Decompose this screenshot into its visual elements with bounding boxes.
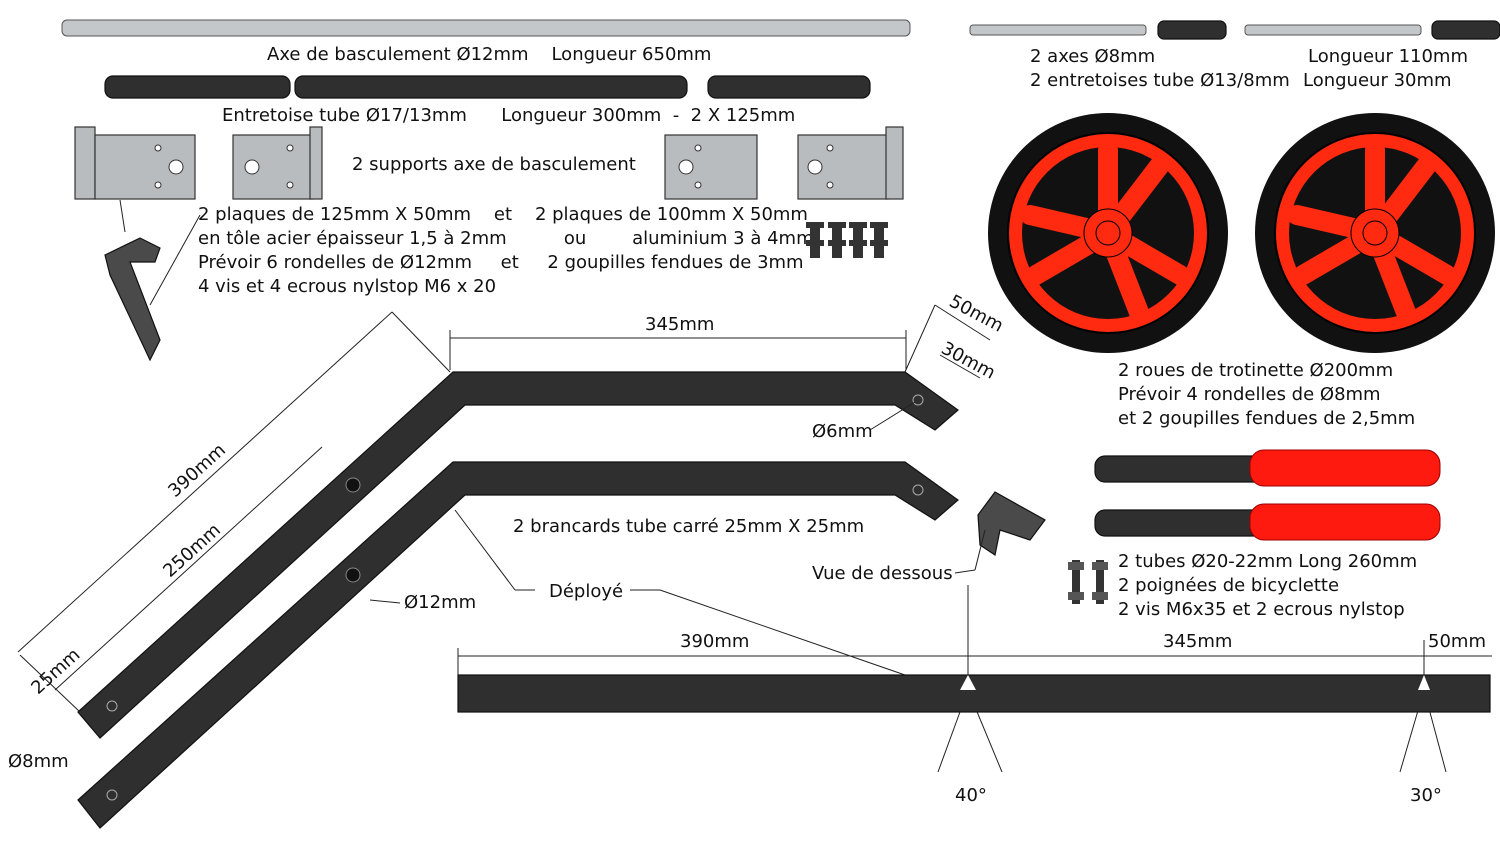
- angle-30-label: 30°: [1410, 785, 1442, 806]
- pivot-axle-rod: [61, 19, 911, 37]
- small-spacers-label: 2 entretoises tube Ø13/8mm: [1030, 70, 1290, 91]
- bottom-view-label: Vue de dessous: [812, 563, 953, 584]
- stretcher-arm-lower: [77, 461, 959, 829]
- handles-line-1: 2 tubes Ø20-22mm Long 260mm: [1118, 551, 1417, 572]
- angle-40-label: 40°: [955, 785, 987, 806]
- small-axles-length: Longueur 110mm: [1308, 46, 1468, 67]
- unfolded-stretcher: [457, 674, 1491, 713]
- plates-line-3: Prévoir 6 rondelles de Ø12mm et 2 goupil…: [198, 252, 804, 273]
- deployed-label: Déployé: [549, 581, 623, 602]
- plates-line-2: en tôle acier épaisseur 1,5 à 2mm ou alu…: [198, 228, 814, 249]
- wheels-line-2: Prévoir 4 rondelles de Ø8mm: [1118, 384, 1381, 405]
- unfolded-390-label: 390mm: [680, 631, 749, 652]
- hole-8-label: Ø8mm: [8, 751, 69, 772]
- small-axles-label: 2 axes Ø8mm: [1030, 46, 1155, 67]
- plates-line-1: 2 plaques de 125mm X 50mm et 2 plaques d…: [198, 204, 808, 225]
- small-spacers-length: Longueur 30mm: [1303, 70, 1452, 91]
- small-axles: [969, 20, 1500, 40]
- supports-title: 2 supports axe de basculement: [352, 154, 636, 175]
- support-plates: [74, 126, 904, 362]
- wheels-line-1: 2 roues de trotinette Ø200mm: [1118, 360, 1393, 381]
- dim-250-label: 250mm: [159, 520, 225, 582]
- wheel-right: [1255, 113, 1495, 353]
- spacer-tubes: [104, 75, 871, 99]
- plates-line-4: 4 vis et 4 ecrous nylstop M6 x 20: [198, 276, 496, 297]
- handles: [1068, 449, 1441, 604]
- hole-6-label: Ø6mm: [812, 421, 873, 442]
- dim-345-label: 345mm: [645, 314, 714, 335]
- stretcher-arm-upper: [77, 371, 959, 739]
- hole-12-label: Ø12mm: [404, 592, 476, 613]
- bolts-icon: [806, 222, 888, 258]
- dim-30-label: 30mm: [938, 338, 999, 384]
- bottom-view-part: [977, 491, 1046, 556]
- unfolded-345-label: 345mm: [1163, 631, 1232, 652]
- dim-390-label: 390mm: [164, 440, 230, 502]
- wheels-line-3: et 2 goupilles fendues de 2,5mm: [1118, 408, 1415, 429]
- unfolded-50-label: 50mm: [1428, 631, 1486, 652]
- dimension-lines: [17, 304, 1492, 773]
- handles-line-2: 2 poignées de bicyclette: [1118, 575, 1339, 596]
- spacer-tube-label: Entretoise tube Ø17/13mm Longueur 300mm …: [222, 105, 795, 126]
- pivot-axle-label: Axe de basculement Ø12mm Longueur 650mm: [267, 44, 711, 65]
- stretchers-label: 2 brancards tube carré 25mm X 25mm: [513, 516, 864, 537]
- dim-50-label: 50mm: [946, 291, 1007, 337]
- wheel-left: [988, 113, 1228, 353]
- handles-line-3: 2 vis M6x35 et 2 ecrous nylstop: [1118, 599, 1405, 620]
